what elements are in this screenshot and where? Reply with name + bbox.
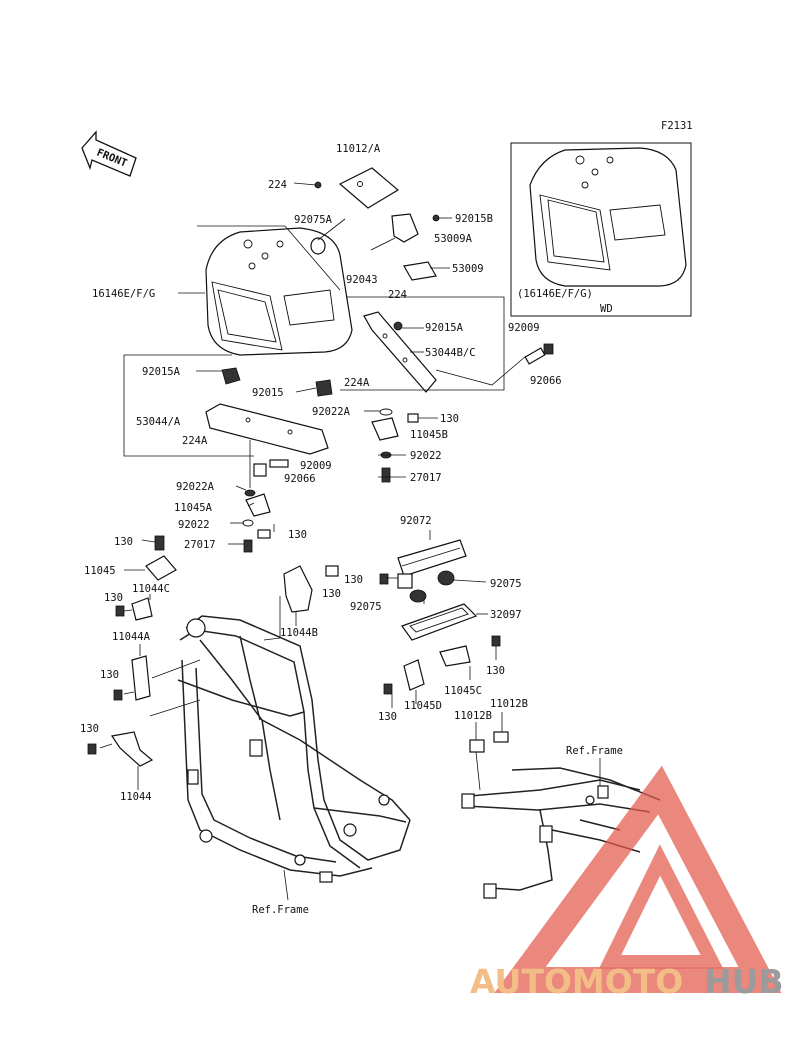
mount-11045b-drawing bbox=[371, 408, 419, 483]
plate-11012-drawing bbox=[310, 167, 440, 281]
watermark-text-gray: HUB bbox=[704, 962, 784, 1001]
callout-label: 92075 bbox=[490, 578, 522, 590]
leader-lines bbox=[123, 182, 527, 545]
callout-label: 11044B bbox=[280, 627, 318, 639]
callout-label: 224A bbox=[344, 377, 370, 389]
figure-code: F2131 bbox=[661, 120, 693, 132]
side-cover-drawing bbox=[205, 227, 353, 356]
callout-label: 11044C bbox=[132, 583, 170, 595]
callout-label: 16146E/F/G bbox=[92, 288, 155, 300]
callout-label: 130 bbox=[114, 536, 133, 548]
inset-cover-drawing bbox=[529, 147, 687, 287]
sub-frame-drawing bbox=[461, 758, 661, 899]
callout-label: 130 bbox=[104, 592, 123, 604]
callout-label: 92075A bbox=[294, 214, 333, 226]
bracket-53044bc-drawing bbox=[363, 311, 554, 393]
callout-label: 27017 bbox=[410, 472, 442, 484]
callout-label: 92022 bbox=[410, 450, 442, 462]
callout-label: 92009 bbox=[508, 322, 540, 334]
callout-label: 92066 bbox=[284, 473, 316, 485]
callout-label: 224 bbox=[388, 289, 407, 301]
callout-label: 32097 bbox=[490, 609, 522, 621]
watermark-text: AUTOMOTO bbox=[470, 962, 683, 1001]
callout-label: 130 bbox=[100, 669, 119, 681]
callout-label: 11045C bbox=[444, 685, 482, 697]
callout-label: 11045D bbox=[404, 700, 442, 712]
callout-label: 11045B bbox=[410, 429, 448, 441]
callout-label: 27017 bbox=[184, 539, 216, 551]
callout-label: 11012/A bbox=[336, 143, 381, 155]
inset-variant-label: WD bbox=[600, 303, 613, 315]
left-brackets-drawing bbox=[87, 535, 201, 790]
callout-label: 11045A bbox=[174, 502, 213, 514]
callout-label: 92015 bbox=[252, 387, 284, 399]
front-arrow-icon: FRONT bbox=[81, 130, 137, 177]
callout-label: 53044/A bbox=[136, 416, 181, 428]
callout-label: 92009 bbox=[300, 460, 332, 472]
mount-11044b-drawing bbox=[263, 565, 339, 641]
callout-label: 53009 bbox=[452, 263, 484, 275]
callout-label: 92022 bbox=[178, 519, 210, 531]
callout-label: 92015A bbox=[425, 322, 464, 334]
callout-label: 130 bbox=[378, 711, 397, 723]
callout-label: 130 bbox=[322, 588, 341, 600]
callout-label: 11012B bbox=[454, 710, 492, 722]
callout-label: 92066 bbox=[530, 375, 562, 387]
bracket-53044a-drawing bbox=[205, 367, 333, 553]
inset-part-label: (16146E/F/G) bbox=[517, 288, 593, 300]
main-frame-drawing bbox=[177, 615, 411, 901]
callout-label: 224A bbox=[182, 435, 208, 447]
callout-label: 92015B bbox=[455, 213, 493, 225]
mount-11045cd-drawing bbox=[383, 635, 509, 791]
inset-box: (16146E/F/G) WD bbox=[510, 142, 692, 317]
callout-label: 92015A bbox=[142, 366, 181, 378]
callout-label: 11045 bbox=[84, 565, 116, 577]
callout-label: Ref.Frame bbox=[566, 745, 623, 757]
callout-label: 11012B bbox=[490, 698, 528, 710]
callout-label: 92072 bbox=[400, 515, 432, 527]
callout-label: 92043 bbox=[346, 274, 378, 286]
callout-label: 92022A bbox=[176, 481, 215, 493]
callout-label: 130 bbox=[486, 665, 505, 677]
callout-label: Ref.Frame bbox=[252, 904, 309, 916]
callout-label: 53044B/C bbox=[425, 347, 476, 359]
battery-tray-drawing bbox=[379, 530, 488, 641]
callout-label: 130 bbox=[440, 413, 459, 425]
callout-labels: 11012/A 224 92075A 92015B 53009A 92043 5… bbox=[80, 143, 623, 916]
callout-label: 130 bbox=[80, 723, 99, 735]
callout-label: 11044 bbox=[120, 791, 152, 803]
callout-label: 92075 bbox=[350, 601, 382, 613]
callout-label: 130 bbox=[344, 574, 363, 586]
callout-label: 224 bbox=[268, 179, 287, 191]
callout-label: 130 bbox=[288, 529, 307, 541]
callout-label: 92022A bbox=[312, 406, 351, 418]
watermark-logo: AUTOMOTO HUB bbox=[470, 765, 784, 1001]
callout-label: 11044A bbox=[112, 631, 151, 643]
callout-label: 53009A bbox=[434, 233, 473, 245]
